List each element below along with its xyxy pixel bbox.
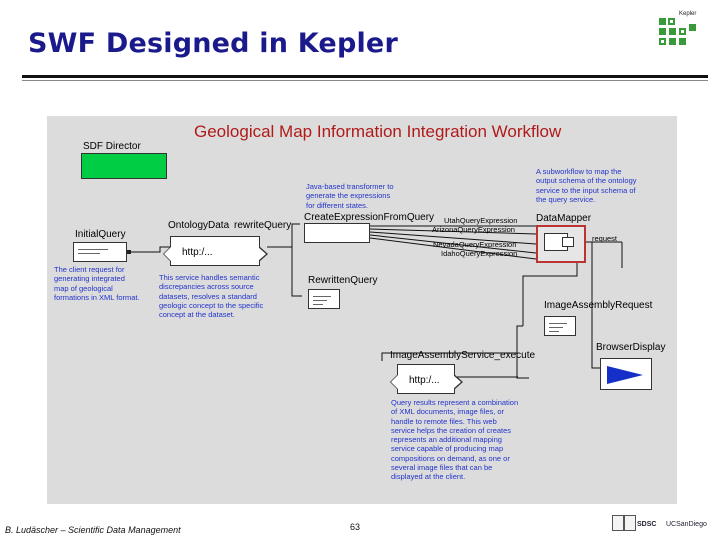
workflow-canvas: Geological Map Information Integration W… — [47, 116, 677, 504]
ontology-data-label: OntologyData — [168, 220, 230, 231]
data-mapper-label: DataMapper — [536, 213, 592, 224]
workflow-title: Geological Map Information Integration W… — [194, 122, 562, 141]
utah-query-label: UtahQueryExpression — [444, 216, 518, 225]
note-ontology-service: This service handles semantic discrepanc… — [159, 273, 264, 320]
sdf-director[interactable] — [81, 153, 167, 179]
slide-title: SWF Designed in Kepler — [28, 28, 398, 59]
rewritten-query-label: RewrittenQuery — [308, 275, 378, 286]
note-query-results: Query results represent a combination of… — [391, 398, 519, 482]
image-assembly-service-label: ImageAssemblyService_execute — [390, 350, 536, 361]
data-mapper-actor[interactable] — [536, 225, 586, 263]
kepler-logo-text: Kepler — [679, 11, 697, 17]
note-java-transformer: Java-based transformer to generate the e… — [306, 182, 394, 210]
create-expression-actor[interactable] — [304, 223, 370, 243]
image-assembly-request-label: ImageAssemblyRequest — [544, 300, 653, 311]
initial-query-label: InitialQuery — [75, 229, 126, 240]
initial-query-actor[interactable] — [73, 242, 127, 262]
ontology-service-actor[interactable]: http:/... — [163, 236, 268, 266]
browser-display-actor[interactable] — [600, 358, 652, 390]
request-label: request — [592, 234, 618, 243]
footer-author: B. Ludäscher – Scientific Data Managemen… — [5, 525, 181, 535]
director-label: SDF Director — [83, 141, 141, 152]
idaho-query-label: IdahoQueryExpression — [441, 249, 518, 258]
note-client-request: The client request for generating integr… — [54, 265, 140, 302]
title-rule — [22, 75, 708, 78]
footer-page-number: 63 — [350, 522, 361, 532]
image-assembly-service-actor[interactable]: http:/... — [390, 364, 463, 394]
workflow-connections — [127, 223, 623, 379]
browser-display-label: BrowserDisplay — [596, 342, 666, 353]
title-rule-thin — [22, 80, 708, 81]
rewrite-query-label: rewriteQuery — [234, 220, 292, 231]
kepler-logo: Kepler — [655, 10, 703, 54]
nevada-query-label: NevadaQueryExpression — [433, 240, 517, 249]
rewritten-query-display[interactable] — [308, 289, 340, 309]
image-service-url: http:/... — [409, 375, 440, 386]
note-subworkflow: A subworkflow to map the output schema o… — [536, 167, 637, 204]
ontology-service-url: http:/... — [182, 247, 213, 258]
create-expression-label: CreateExpressionFromQuery — [304, 212, 435, 223]
sdsc-logo: SDSC — [637, 521, 657, 528]
arizona-query-label: ArizonaQueryExpression — [432, 225, 515, 234]
play-arrow-icon — [607, 366, 643, 384]
image-assembly-request-display[interactable] — [544, 316, 576, 336]
ucsd-logo: UCSanDiego — [666, 521, 707, 528]
sponsor-logos: SDSC UCSanDiego — [612, 513, 716, 535]
